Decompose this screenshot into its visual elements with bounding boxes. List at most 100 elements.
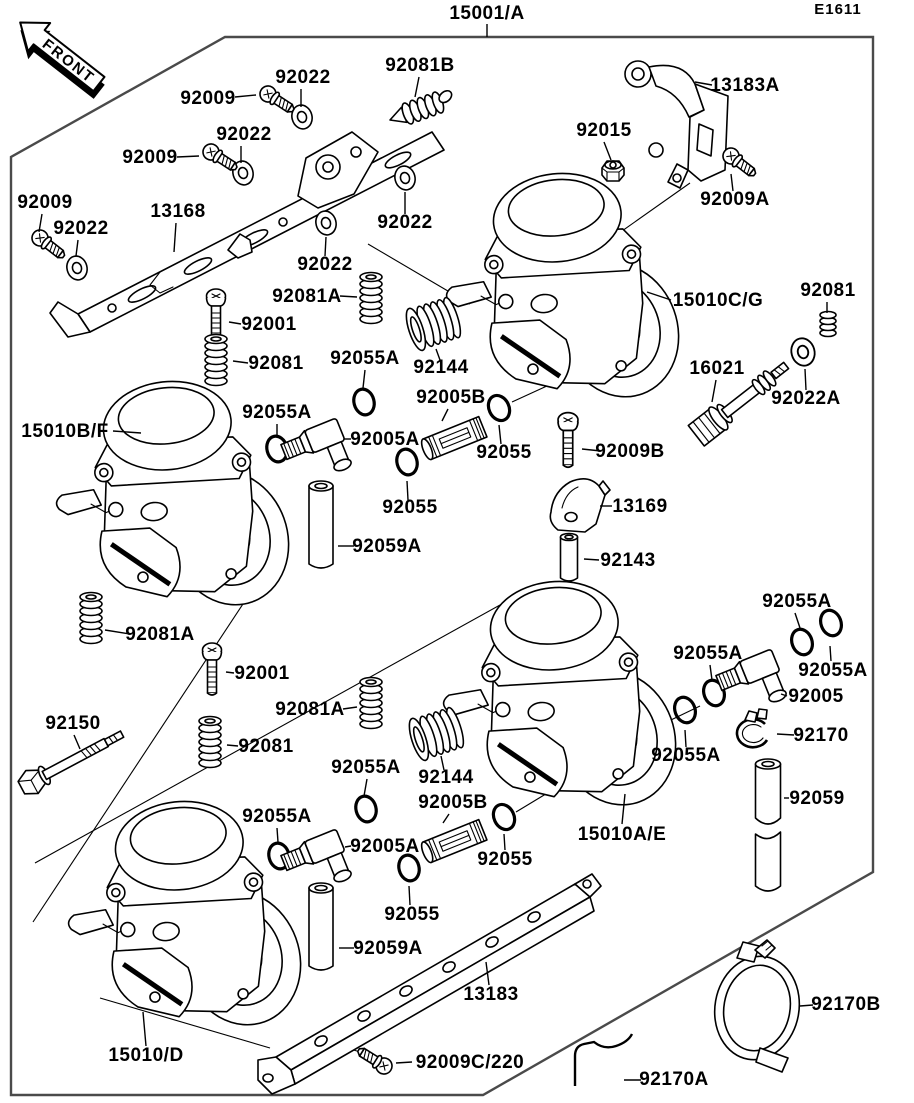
part-label-15010D: 15010/D (108, 1045, 183, 1066)
spring-92081 (198, 715, 222, 769)
part-label-92170A: 92170A (639, 1069, 709, 1090)
part-label-15010CG: 15010C/G (673, 290, 764, 311)
part-label-92022: 92022 (216, 124, 271, 145)
oring-92055A (669, 692, 701, 728)
sub-bracket-13168 (49, 131, 445, 338)
part-label-92055: 92055 (384, 904, 439, 925)
part-label-92055A: 92055A (331, 757, 401, 778)
screw-92009A (718, 143, 761, 182)
part-label-92055: 92055 (477, 849, 532, 870)
choke-lever-bracket-13169 (549, 478, 611, 533)
part-label-92022: 92022 (275, 67, 330, 88)
part-label-92059A: 92059A (353, 938, 423, 959)
part-label-92055A: 92055A (242, 806, 312, 827)
washer-92022A (787, 334, 819, 370)
oring-92055 (392, 445, 422, 479)
hardware-parts (17, 82, 847, 1086)
assembly-number-label: 15001/A (449, 3, 524, 24)
oring-92055 (394, 851, 424, 885)
oring-92055A (786, 624, 818, 660)
page-code-label: E1611 (814, 1, 862, 18)
oring-92055 (487, 799, 521, 835)
long-bolt-92150 (17, 730, 125, 795)
washer-92022 (63, 253, 91, 283)
part-label-92081: 92081 (800, 280, 855, 301)
clamp-ring-92170B (713, 939, 801, 1073)
choke-bracket-13183A (624, 60, 729, 189)
part-label-92059: 92059 (789, 788, 844, 809)
part-label-92055: 92055 (382, 497, 437, 518)
oring-92055 (482, 390, 516, 426)
spring-92081A (359, 676, 383, 730)
part-label-16021: 16021 (689, 358, 744, 379)
part-label-92001: 92001 (241, 314, 296, 335)
part-label-92005: 92005 (788, 686, 843, 707)
part-label-13169: 13169 (612, 496, 667, 517)
part-label-92055A: 92055A (651, 745, 721, 766)
part-label-92022: 92022 (53, 218, 108, 239)
part-label-92022: 92022 (377, 212, 432, 233)
part-label-92143: 92143 (600, 550, 655, 571)
part-label-92170B: 92170B (811, 994, 881, 1015)
part-label-92009C220: 92009C/220 (416, 1052, 525, 1073)
part-label-92150: 92150 (45, 713, 100, 734)
part-label-92144: 92144 (418, 767, 473, 788)
part-label-92055A: 92055A (798, 660, 868, 681)
tube-92143 (559, 532, 579, 582)
part-label-13168: 13168 (150, 201, 205, 222)
leader-lines (38, 24, 832, 1081)
diagram-border (9, 35, 875, 1097)
part-label-13183: 13183 (463, 984, 518, 1005)
part-label-92081: 92081 (248, 353, 303, 374)
part-label-92055: 92055 (476, 442, 531, 463)
tube-92059A (308, 882, 334, 971)
part-label-15010AE: 15010A/E (578, 824, 667, 845)
wire-clip-92170A (573, 1033, 634, 1086)
part-label-92005B: 92005B (416, 387, 486, 408)
screw-92009 (256, 82, 299, 118)
part-label-92015: 92015 (576, 120, 631, 141)
part-label-92055A: 92055A (762, 591, 832, 612)
spring-92081 (819, 310, 837, 338)
nut-92015 (601, 160, 625, 182)
part-label-92001: 92001 (234, 663, 289, 684)
bolt-92001 (201, 642, 223, 696)
part-label-92170: 92170 (793, 725, 848, 746)
part-label-92009B: 92009B (595, 441, 665, 462)
part-number-labels: 92022 92081B 92009 92022 92009 13183A 92… (17, 55, 880, 1090)
spring-screw-92081B (385, 85, 459, 132)
part-label-92144: 92144 (413, 357, 468, 378)
part-label-92081A: 92081A (272, 286, 342, 307)
oring-92055A (815, 605, 847, 641)
bolt-92009B (557, 411, 579, 469)
mounting-rail-13183 (257, 873, 602, 1095)
screw-92009 (199, 140, 242, 176)
part-label-92009A: 92009A (700, 189, 770, 210)
clamp-92170 (735, 708, 769, 749)
screw-92009C (353, 1042, 396, 1078)
part-label-92081B: 92081B (385, 55, 455, 76)
tube-92059 (754, 758, 782, 892)
part-label-92005A: 92005A (350, 429, 420, 450)
part-label-15010BF: 15010B/F (21, 421, 108, 442)
oring-92055A (351, 792, 381, 826)
part-label-92009: 92009 (180, 88, 235, 109)
part-label-13183A: 13183A (710, 75, 780, 96)
tjoint-92005A (278, 417, 356, 489)
part-label-92081: 92081 (238, 736, 293, 757)
part-label-92081A: 92081A (275, 699, 345, 720)
part-label-92022: 92022 (297, 254, 352, 275)
part-label-92005B: 92005B (418, 792, 488, 813)
spring-92081A (79, 591, 103, 645)
adjuster-screw-16021 (687, 361, 790, 447)
part-label-92009: 92009 (122, 147, 177, 168)
part-label-92055A: 92055A (330, 348, 400, 369)
spring-92081A (359, 271, 383, 325)
tube-92059A (308, 480, 334, 569)
bolt-92001 (205, 288, 227, 342)
oring-92055A (349, 385, 379, 419)
part-label-92009: 92009 (17, 192, 72, 213)
part-label-92059A: 92059A (352, 536, 422, 557)
